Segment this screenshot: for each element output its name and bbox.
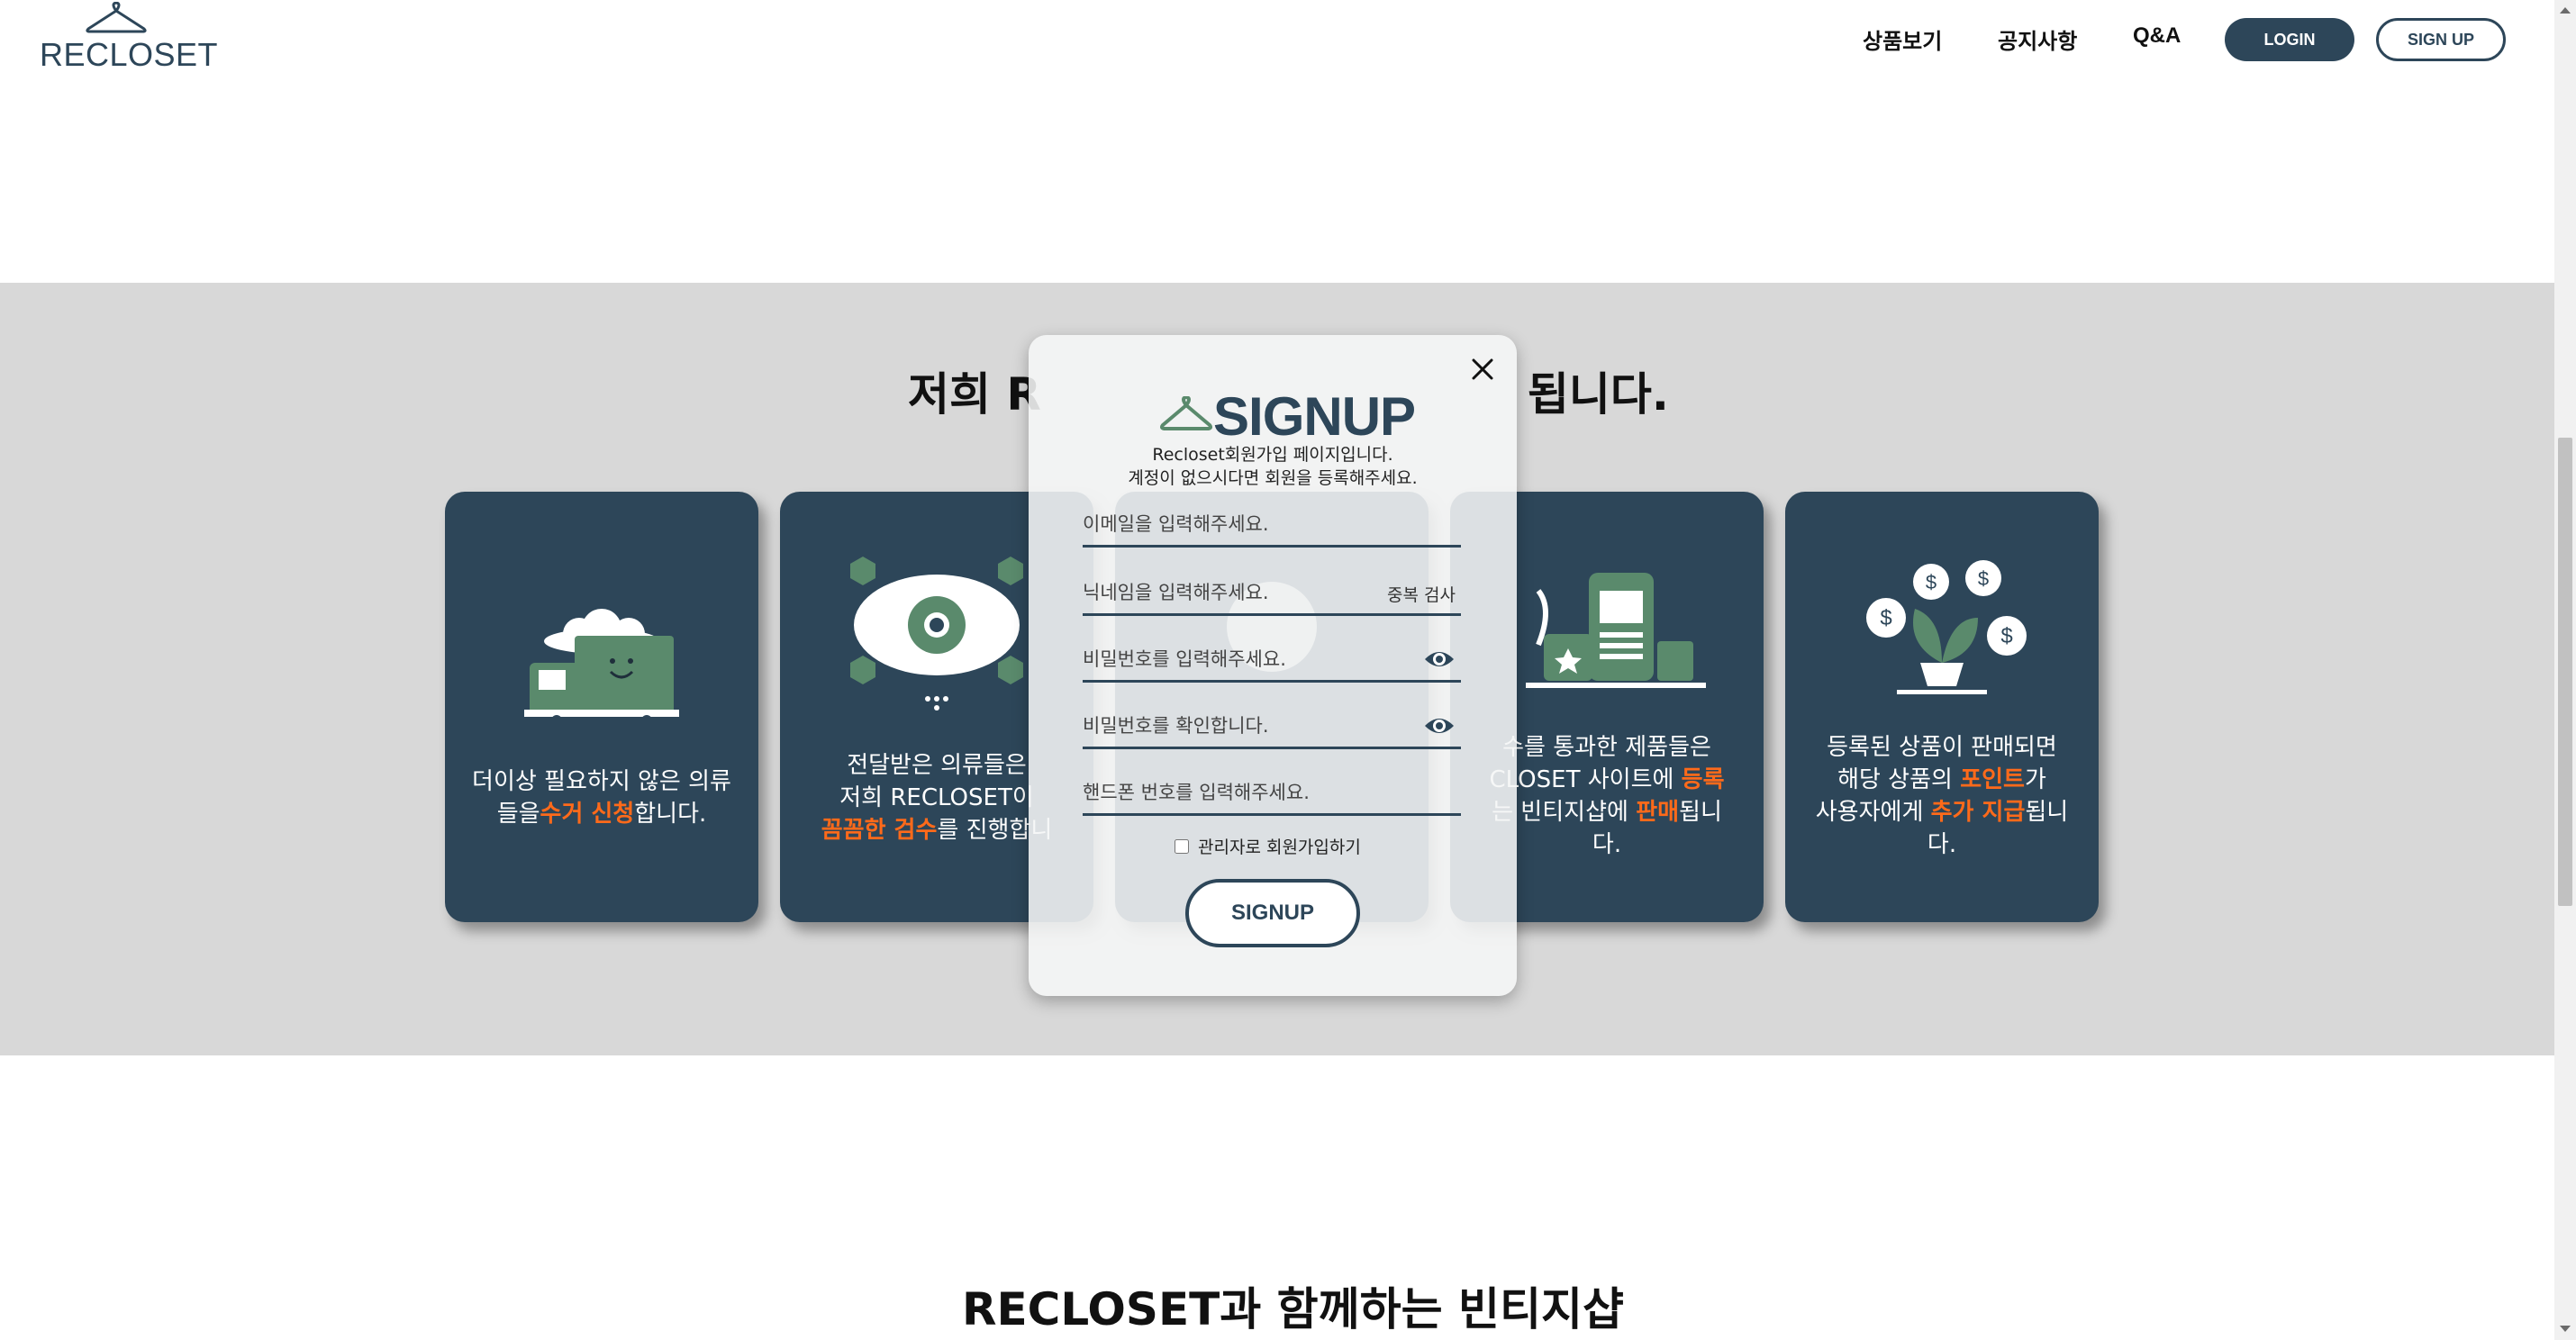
card-text: 더이상 필요하지 않은 의류 들을수거 신청합니다. (472, 768, 731, 828)
password-field (1083, 641, 1461, 683)
close-icon[interactable] (1468, 355, 1497, 384)
password-confirm-input[interactable] (1083, 708, 1461, 744)
signup-button[interactable]: SIGN UP (2376, 18, 2506, 61)
process-card-points: $ $ $ $ 등록된 상품이 판매되면 해당 상품의 포인트가 사용자에게 추… (1785, 492, 2099, 922)
admin-checkbox[interactable] (1175, 838, 1189, 854)
card-text: 등록된 상품이 판매되면 해당 상품의 포인트가 사용자에게 추가 지급됩니 다… (1815, 734, 2069, 858)
svg-text:$: $ (2000, 624, 2012, 648)
money-plant-icon: $ $ $ $ (1866, 560, 2027, 694)
svg-text:$: $ (1880, 606, 1891, 630)
admin-label: 관리자로 회원가입하기 (1198, 838, 1361, 857)
nav-products[interactable]: 상품보기 (1863, 29, 1943, 54)
logo-text: RECLOSET (40, 36, 219, 73)
svg-text:$: $ (1978, 567, 1989, 590)
modal-subtitle-2: 계정이 없으시다면 회원을 등록해주세요. (1128, 468, 1418, 488)
scrollbar[interactable] (2554, 0, 2576, 1340)
site-header: RECLOSET 상품보기 공지사항 Q&A LOGIN SIGN UP (0, 0, 2554, 99)
email-input[interactable] (1083, 506, 1461, 542)
nav-qna[interactable]: Q&A (2133, 23, 2181, 48)
scroll-down-arrow[interactable] (2560, 1326, 2571, 1332)
login-button[interactable]: LOGIN (2225, 18, 2354, 61)
hanger-icon (1160, 396, 1212, 430)
card-text: 수를 통과한 제품들은 CLOSET 사이트에 등록 는 빈티지샵에 판매됩니 … (1489, 734, 1725, 858)
hanger-icon (86, 2, 147, 33)
phone-input[interactable] (1083, 774, 1461, 810)
signup-modal: SIGNUP Recloset회원가입 페이지입니다. 계정이 없으시다면 회원… (1029, 335, 1517, 996)
modal-subtitle: Recloset회원가입 페이지입니다. (1152, 445, 1393, 465)
scroll-thumb[interactable] (2558, 438, 2572, 906)
nickname-input[interactable] (1083, 575, 1461, 611)
process-card-pickup: 더이상 필요하지 않은 의류 들을수거 신청합니다. (445, 492, 758, 922)
eye-icon[interactable] (1423, 713, 1456, 738)
truck-icon (524, 609, 679, 717)
eye-inspect-icon (850, 557, 1023, 711)
shop-icon (1526, 573, 1706, 688)
nav-notices[interactable]: 공지사항 (1998, 29, 2078, 54)
nickname-field: 중복 검사 (1083, 575, 1461, 616)
svg-text:$: $ (1926, 571, 1937, 593)
modal-title: SIGNUP (1213, 386, 1416, 447)
eye-icon[interactable] (1423, 647, 1456, 672)
signup-submit-button[interactable]: SIGNUP (1185, 879, 1360, 947)
email-field (1083, 506, 1461, 548)
password-input[interactable] (1083, 641, 1461, 677)
logo[interactable]: RECLOSET (40, 2, 218, 74)
password-confirm-field (1083, 708, 1461, 749)
scroll-up-arrow[interactable] (2560, 7, 2571, 14)
duplicate-check-button[interactable]: 중복 검사 (1387, 585, 1456, 605)
admin-signup-option[interactable]: 관리자로 회원가입하기 (1175, 834, 1361, 858)
vintage-shop-title: RECLOSET과 함께하는 빈티지샵 (962, 1283, 1625, 1335)
phone-field (1083, 774, 1461, 816)
